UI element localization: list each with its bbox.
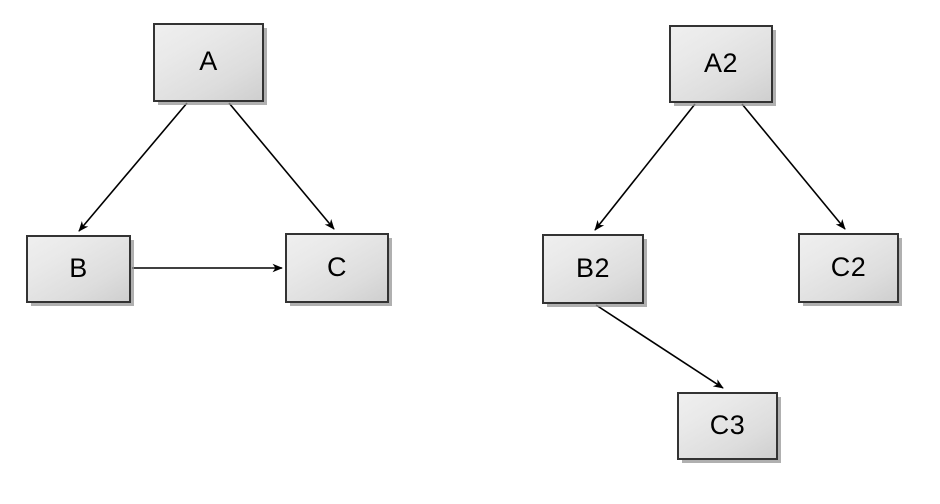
node-label-b2: B2: [575, 252, 611, 283]
node-label-c2: C2: [830, 251, 867, 282]
node-label-a: A: [199, 46, 218, 76]
node-label-a2: A2: [703, 47, 739, 78]
node-b2[interactable]: B2: [542, 234, 644, 304]
node-label-c: C: [327, 251, 347, 282]
node-c3[interactable]: C3: [677, 392, 778, 460]
node-label-c3: C3: [709, 409, 746, 440]
node-c2[interactable]: C2: [798, 233, 899, 303]
node-a2[interactable]: A2: [669, 25, 773, 103]
edge-a-to-c: [228, 102, 335, 230]
node-b[interactable]: B: [26, 235, 131, 303]
node-c[interactable]: C: [285, 233, 389, 303]
node-a[interactable]: A: [153, 23, 264, 102]
edges-group: [78, 102, 846, 389]
node-label-b: B: [69, 252, 88, 283]
edge-b2-to-c3: [595, 304, 724, 389]
edge-a2-to-b2: [594, 103, 696, 231]
edge-a-to-b: [78, 102, 188, 232]
edge-a2-to-c2: [741, 103, 846, 230]
